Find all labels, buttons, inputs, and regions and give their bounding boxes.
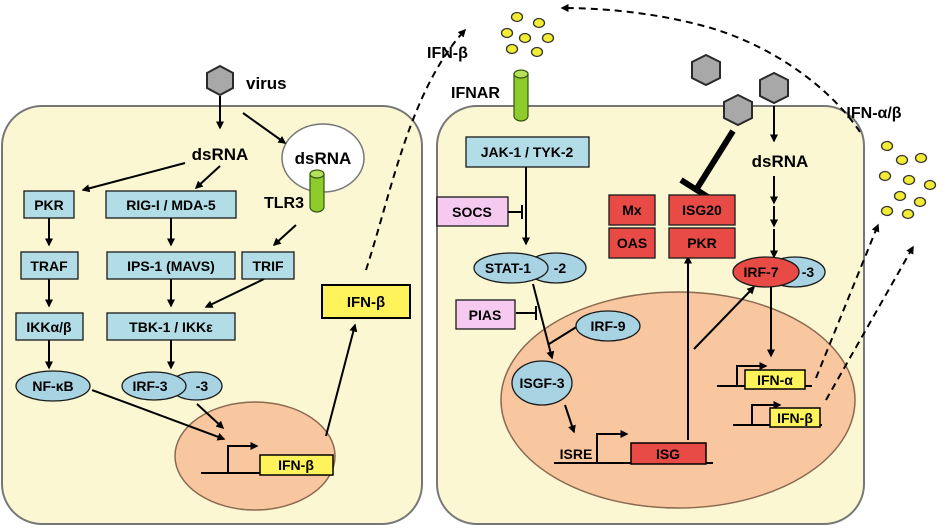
isg-gene-box <box>630 442 707 465</box>
isg20-box <box>668 194 736 226</box>
ips1-label: IPS-1 (MAVS) <box>127 258 215 274</box>
left-nucleus <box>174 401 336 511</box>
irf7-label: IRF-7 <box>744 264 779 280</box>
trif-label: TRIF <box>252 258 284 274</box>
ifn-dot <box>880 205 894 217</box>
rig-mda5-box <box>105 190 237 219</box>
trif-box <box>241 251 295 280</box>
irf9-oval <box>575 310 641 342</box>
ikk-ab-box <box>15 312 84 341</box>
ifn-beta-gene-box-right <box>769 407 821 428</box>
ifn-alpha-gene-box <box>744 369 806 390</box>
ifn-dot <box>530 46 544 58</box>
pkr-effector-box <box>668 227 736 259</box>
stat1-label: STAT-1 <box>485 260 531 276</box>
ifnar-label: IFNAR <box>451 85 500 102</box>
virus-hexagon <box>206 64 234 97</box>
irf9-label: IRF-9 <box>591 318 626 334</box>
virus-hexagon-3 <box>723 93 753 127</box>
isgf3-label: ISGF-3 <box>519 375 564 391</box>
pkr-box <box>23 190 75 219</box>
ifn-dot <box>895 154 909 166</box>
jak-tyk-box <box>465 136 590 168</box>
irf3-b-label: -3 <box>196 378 209 394</box>
pkr-label: PKR <box>34 197 64 213</box>
pias-label: PIAS <box>469 307 502 323</box>
ifn-dot <box>893 190 907 202</box>
tbk1-label: TBK-1 / IKKε <box>129 319 213 335</box>
stat2-label: -2 <box>554 260 567 276</box>
ifn-beta-gene-box <box>259 454 334 476</box>
ifn-dot <box>532 17 546 29</box>
ifn-dot <box>914 152 928 164</box>
ifn-dot <box>541 32 555 44</box>
ifn-dot <box>913 196 927 208</box>
ikk-ab-label: IKKα/β <box>26 319 72 335</box>
virus-label: virus <box>246 74 287 93</box>
isgf3-oval <box>511 360 573 406</box>
endosome-dsrna-label: dsRNA <box>295 149 352 168</box>
ifn-dot <box>505 43 519 55</box>
virus-hexagon-4 <box>759 71 789 105</box>
pias-box <box>455 299 516 330</box>
irf3-label: IRF-3 <box>133 378 168 394</box>
tlr3-receptor-top <box>309 169 325 179</box>
right-nucleus <box>500 291 856 509</box>
ips1-box <box>106 251 236 280</box>
ifn-beta-out-label: IFN-β <box>347 294 385 311</box>
mx-box <box>608 194 656 226</box>
ifn-dot <box>500 27 514 39</box>
ifn-dot <box>901 208 915 220</box>
ifn-dot <box>902 174 916 186</box>
rig-label: RIG-I / MDA-5 <box>126 197 216 213</box>
ifn-dot <box>518 32 532 44</box>
pkr-effector-label: PKR <box>687 235 717 251</box>
dsrna-label: dsRNA <box>192 145 249 164</box>
irf7-oval-a <box>732 256 800 288</box>
oas-label: OAS <box>617 235 647 251</box>
ifn-beta-gene-label: IFN-β <box>278 457 314 473</box>
traf-box <box>20 251 79 280</box>
nfkb-oval <box>15 370 91 402</box>
ifnar-receptor-top <box>513 69 529 79</box>
secretion-arrows <box>365 4 914 401</box>
irf7-b-label: -3 <box>802 264 815 280</box>
isg20-label: ISG20 <box>682 202 722 218</box>
ifn-dot <box>923 179 937 191</box>
tbk1-box <box>106 312 236 341</box>
irf3-oval-a <box>121 371 187 401</box>
socs-label: SOCS <box>452 204 492 220</box>
socs-box <box>436 196 509 227</box>
ifn-dot <box>880 140 894 152</box>
ifn-alpha-beta-molecules <box>878 140 937 220</box>
ifn-dot <box>510 11 524 23</box>
right-dsrna-label: dsRNA <box>752 152 809 171</box>
ifn-ab-label: IFN-α/β <box>846 105 901 122</box>
ifn-beta-out-box <box>321 284 411 319</box>
ifnar-receptor <box>513 73 529 122</box>
ifn-beta-molecules <box>500 11 555 58</box>
tlr3-receptor <box>309 173 325 213</box>
isre-label: ISRE <box>560 446 593 462</box>
tlr3-label: TLR3 <box>264 195 304 212</box>
ifn-beta-top-label: IFN-β <box>427 45 468 62</box>
traf-label: TRAF <box>30 258 68 274</box>
ifn-dot <box>878 170 892 182</box>
virus-hexagon-2 <box>691 53 721 87</box>
oas-box <box>608 227 656 259</box>
mx-label: Mx <box>622 202 642 218</box>
stat1-oval <box>473 252 549 284</box>
jak-tyk-label: JAK-1 / TYK-2 <box>481 144 574 160</box>
ifn-alpha-gene-label: IFN-α <box>757 372 793 388</box>
ifn-beta-gene-right-label: IFN-β <box>777 410 813 426</box>
nfkb-label: NF-κB <box>32 378 73 394</box>
isg-label: ISG <box>656 446 680 462</box>
